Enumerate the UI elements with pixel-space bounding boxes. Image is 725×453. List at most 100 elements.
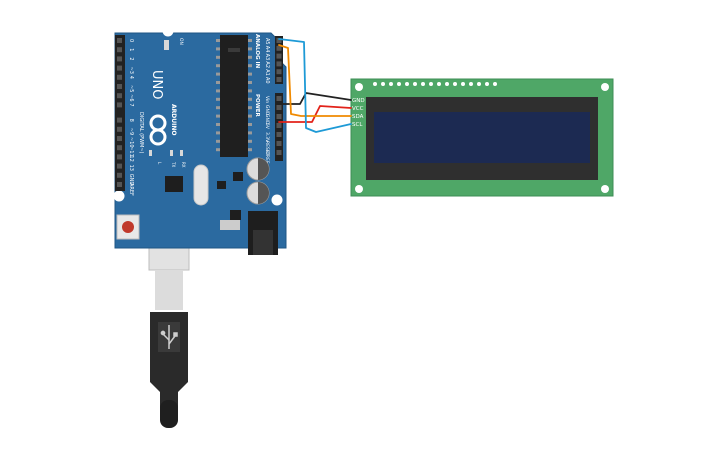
usb-cable-strain [155,270,183,310]
lcd-top-pad [437,82,441,86]
digital-pin-label: 12 [128,155,134,161]
reset-button-cap[interactable] [122,221,134,233]
chip-pin [248,55,252,59]
wires [278,38,352,133]
analog-pin-hole [276,45,282,51]
lcd-top-pad [445,82,449,86]
lcd-mount-hole [601,83,609,91]
digital-pin-hole [117,84,122,89]
power-pin-hole [276,123,282,128]
analog-pin-label: A1 [264,69,270,76]
digital-pin-hole [117,65,122,71]
power-pin-label: GND [264,105,270,116]
lcd-top-pad [477,82,481,86]
usb-controller-chip [165,176,183,192]
chip-pin [216,81,220,84]
wire-scl [278,38,352,133]
power-pin-hole [276,105,282,110]
power-pin-hole [276,132,282,137]
chip-pin [248,123,252,126]
lcd-pin-label: SCL [352,122,363,128]
digital-pin-label: ~6 [128,94,134,101]
tx-led-label: TX [171,161,176,167]
digital-pin-hole [117,172,122,178]
chip-pin [248,148,252,152]
analog-pin-hole [276,53,282,59]
power-pin-label: RESET [264,141,270,156]
lcd-top-pad [453,82,457,86]
power-pin-hole [276,150,282,155]
digital-pin-hole [117,145,122,151]
chip-pin [216,106,220,110]
analog-in-label: ANALOG IN [254,34,260,69]
digital-pin-label: 4 [128,76,134,79]
digital-pin-label: 1 [128,48,134,51]
digital-header [115,35,125,191]
lcd-top-pad [429,82,433,86]
analog-pin-label: A3 [264,54,270,61]
power-pin-hole [276,114,282,119]
power-pin-label: Vin [264,96,270,103]
digital-pin-hole [117,102,122,108]
arduino-infinity-logo-icon [149,114,167,146]
chip-pin [248,131,252,135]
lcd-top-pad [373,82,377,86]
on-led [164,40,169,50]
digital-pin-label: 0 [128,39,134,42]
wire-gnd [278,92,352,105]
digital-pin-label: ~5 [128,85,134,92]
lcd-pin-label: SDA [352,114,364,120]
digital-pin-hole [117,163,122,169]
chip-pin [248,81,252,84]
power-pin-holes [276,38,282,155]
chip-pin [248,47,252,51]
analog-pin-hole [276,69,282,75]
usb-trident-icon [160,325,178,349]
regulator-tab [220,220,240,230]
tx-led [170,150,173,156]
rx-led-label: RX [181,162,186,168]
chip-pin [216,114,220,118]
lcd-top-pad [389,82,393,86]
analog-pin-label: A0 [264,77,270,84]
atmega-chip-pins [216,39,252,152]
power-pin-label: GND [264,114,270,125]
digital-pin-label: ~9 [128,128,134,135]
digital-pin-label: 13 [128,165,134,171]
mount-hole [269,22,281,34]
chip-pin [216,148,220,152]
crystal-oscillator [193,164,209,206]
lcd-top-pad [485,82,489,86]
digital-header-label: DIGITAL (PWM~) [138,112,144,154]
chip-pin [248,89,252,93]
mount-hole [162,25,174,37]
digital-pin-label: GND [128,174,134,186]
analog-pin-label: A4 [264,46,270,53]
chip-pin [216,123,220,126]
chip-notch [228,48,240,52]
chip-pin [216,131,220,135]
small-ic [217,181,226,189]
power-pin-hole [276,141,282,146]
digital-pin-label: 8 [128,119,134,122]
chip-pin [248,114,252,118]
chip-pin [248,106,252,110]
digital-pin-label: AREF [128,183,134,196]
power-label: POWER [254,94,260,118]
lcd-top-pads [373,82,497,86]
chip-pin [216,47,220,51]
analog-pin-hole [276,61,282,67]
power-pin-hole [276,96,282,101]
voltage-regulator [230,210,241,220]
lcd-mount-hole [601,185,609,193]
chip-pin [248,139,252,143]
mount-hole [271,194,283,206]
analog-pin-hole [276,38,282,43]
chip-pin [216,55,220,59]
digital-pin-hole [117,154,122,160]
lcd-top-pad [493,82,497,86]
capacitor [246,181,270,205]
